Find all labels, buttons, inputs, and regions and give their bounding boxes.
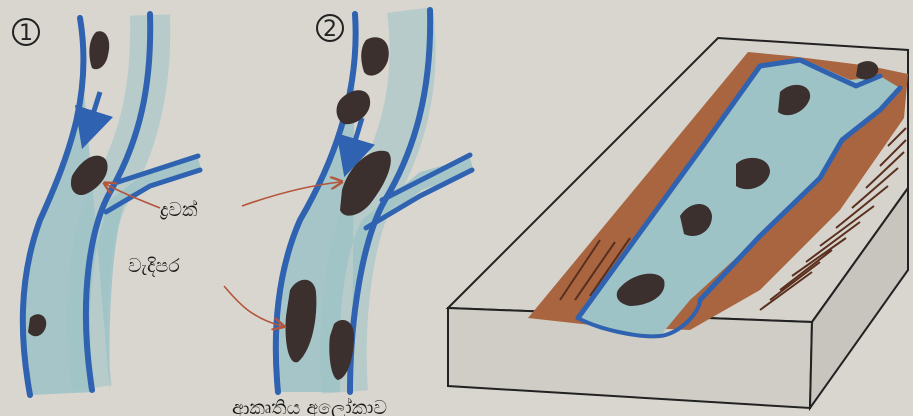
plaque-2a	[361, 37, 389, 75]
plaque-1a	[89, 31, 109, 69]
panel-1-number: 1	[19, 21, 33, 46]
plaque-2b	[337, 90, 371, 124]
fat-arrow	[224, 286, 282, 326]
label-fat-deposit: වැදිපර	[128, 255, 180, 277]
caption: ආකෘතිය අලෝකාව	[232, 397, 387, 416]
panel-2: 2	[276, 10, 474, 392]
flow-arrow-1	[88, 92, 100, 130]
block-section	[448, 38, 908, 408]
panel-2-number: 2	[323, 17, 337, 42]
label-clot: ද්‍රවක්	[159, 199, 197, 221]
